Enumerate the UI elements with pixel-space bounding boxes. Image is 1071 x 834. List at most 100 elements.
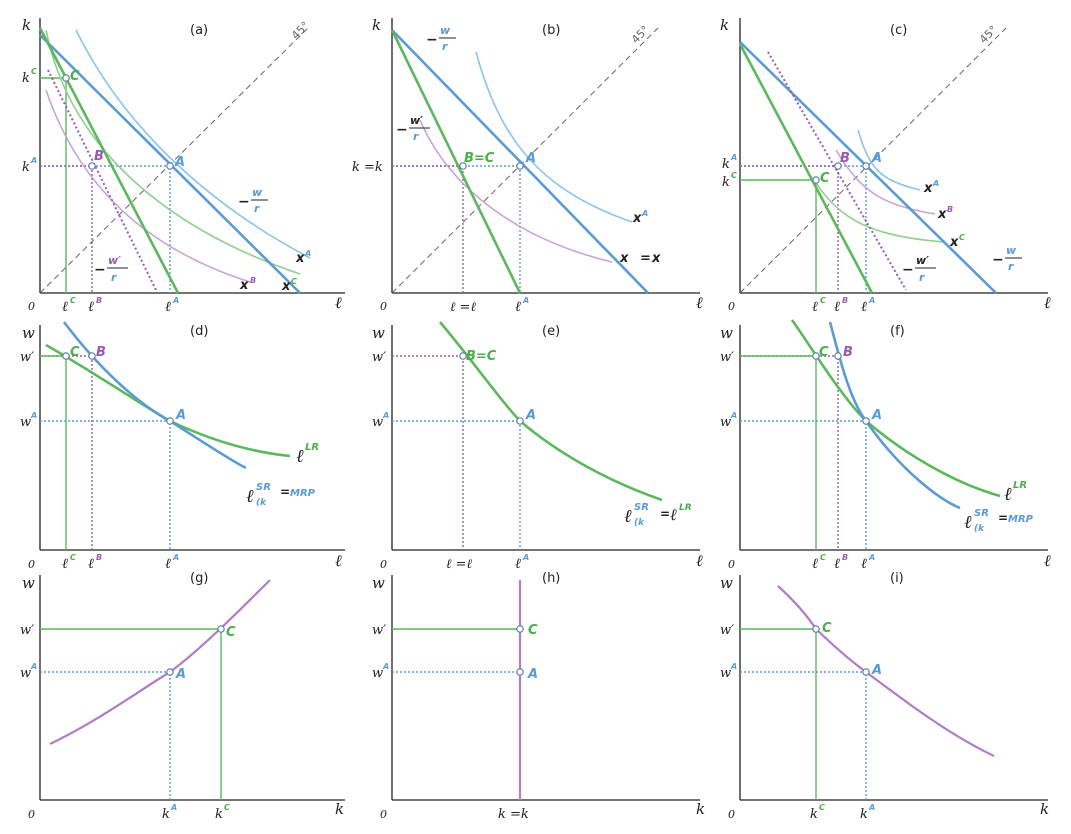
label-xA-c: x (923, 181, 933, 196)
point-label-C-g: C (226, 625, 236, 640)
slope-neg-P-b: − (396, 122, 408, 138)
isoquant-xC-c (813, 179, 946, 243)
diagonal-45-a (39, 25, 311, 294)
tick-lB-f: ℓ (834, 556, 840, 572)
label-mrp-f: MRP (1008, 514, 1034, 525)
slope-den-P-b: r (413, 130, 419, 143)
point-C-g (217, 625, 225, 633)
origin-d: 0 (28, 558, 35, 571)
point-BC-b (459, 162, 467, 170)
isocost-C-c (738, 43, 874, 294)
origin-c: 0 (728, 300, 735, 313)
tick-lA-d: ℓ (165, 556, 171, 572)
tick-kC-c: k (722, 175, 730, 190)
tick-wA-sup-i: A (730, 662, 737, 671)
isoquant-xC-a (45, 29, 301, 275)
slope-den-P-c: r (919, 271, 925, 284)
tick-lA-c: ℓ (861, 299, 867, 315)
label-eq-b: = (640, 251, 651, 266)
tick-kC-sup-c: C (731, 171, 737, 180)
tick-wA-sup-f: A (730, 411, 737, 420)
tick-lB-a: ℓ (88, 299, 94, 315)
guide-A-e (392, 420, 521, 550)
diagonal-45-b (391, 27, 659, 294)
label-lLR-sup-f: LR (1013, 480, 1027, 491)
label-lLR-d: ℓ (296, 446, 304, 467)
w-axis-label-h: w (372, 574, 385, 592)
point-C-a (62, 74, 70, 82)
tick-lC-d: ℓ (62, 556, 68, 572)
tick-wA-sup-d: A (30, 411, 37, 420)
origin-f: 0 (728, 558, 735, 571)
tick-kA-sup-i: A (868, 803, 875, 812)
label-xA-a: x (295, 251, 305, 266)
point-A-i (862, 668, 870, 676)
tick-kC-sup-i: C (819, 803, 825, 812)
tick-kC-a: k (22, 71, 30, 86)
label-xC-sup-c: C (959, 233, 965, 242)
slope-den-A-c: r (1008, 260, 1014, 273)
isoquant-xA-c (857, 129, 921, 191)
guide-C-c (740, 179, 817, 293)
origin-e: 0 (380, 558, 387, 571)
panel-label-g: (g) (190, 571, 208, 586)
point-C-i (812, 625, 820, 633)
point-B-c (834, 162, 842, 170)
guide-C-i (740, 628, 817, 800)
label-xA-b: x (632, 211, 642, 226)
label-xA-sup-c: A (932, 179, 939, 188)
tick-lA-sup-e: A (522, 553, 529, 562)
tick-wA-sup-g: A (30, 662, 37, 671)
label-lSR-sup-d: SR (256, 482, 271, 493)
label-xC-c: x (949, 235, 959, 250)
k-axis-label-i: k (1040, 800, 1049, 818)
point-label-B-f: B (843, 345, 853, 360)
label-xA-sup-a: A (304, 249, 311, 258)
label-xC-sup-a: C (291, 277, 297, 286)
point-C-f (812, 352, 820, 360)
guide-C-g (40, 628, 222, 800)
k-axis-label-b: k (372, 16, 381, 34)
slope-den-A-a: r (254, 202, 260, 215)
l-axis-label-c: ℓ (1044, 293, 1051, 312)
label-lSR-sup-e: SR (634, 502, 649, 513)
point-A-c (862, 162, 870, 170)
tick-wp-d: w′ (20, 350, 34, 365)
label-xB-c: x (937, 207, 947, 222)
deg-45-label-c: 45° (977, 23, 1000, 46)
label-eq-f: = (998, 511, 1008, 525)
label-xC-b: x (651, 251, 661, 266)
guide-BC-b (392, 165, 464, 293)
slope-num-A-c: w (1006, 244, 1017, 257)
origin-g: 0 (28, 808, 35, 821)
tick-kC-sup-g: C (224, 803, 230, 812)
panel-e: (e) w ℓ 0 A B=C w′ w A ℓ =ℓ ℓ A ℓ SR (k … (372, 321, 703, 572)
isocost-B-c (767, 51, 907, 291)
point-label-C-f: C (819, 345, 829, 360)
label-lSR-f: ℓ (964, 512, 972, 533)
point-B-f (834, 352, 842, 360)
w-axis-label-i: w (720, 574, 733, 592)
label-lLR-e: ℓ (670, 505, 677, 524)
l-axis-label-a: ℓ (335, 293, 342, 312)
w-axis-label-f: w (720, 324, 733, 342)
label-lSR-sub-f: (k (974, 524, 985, 534)
tick-lA-sup-a: A (172, 296, 179, 305)
tick-kC-g: k (215, 807, 223, 822)
panel-label-c: (c) (890, 23, 907, 38)
point-label-BC-e: B=C (466, 349, 497, 364)
k-axis-label-c: k (720, 16, 729, 34)
label-xB-sup-c: B (947, 205, 953, 214)
tick-wA-f: w (720, 415, 731, 430)
tick-lC-sup-f: C (820, 553, 826, 562)
label-lSR-d: ℓ (246, 486, 254, 507)
panel-label-d: (d) (190, 324, 208, 339)
tick-wA-sup-h: A (382, 662, 389, 671)
tick-kA-sup-c: A (730, 153, 737, 162)
slope-num-A-a: w (252, 186, 263, 199)
label-xB-a: x (239, 278, 249, 293)
tick-lC-a: ℓ (62, 299, 68, 315)
tick-lC-sup-a: C (70, 296, 76, 305)
panel-label-a: (a) (190, 23, 208, 38)
